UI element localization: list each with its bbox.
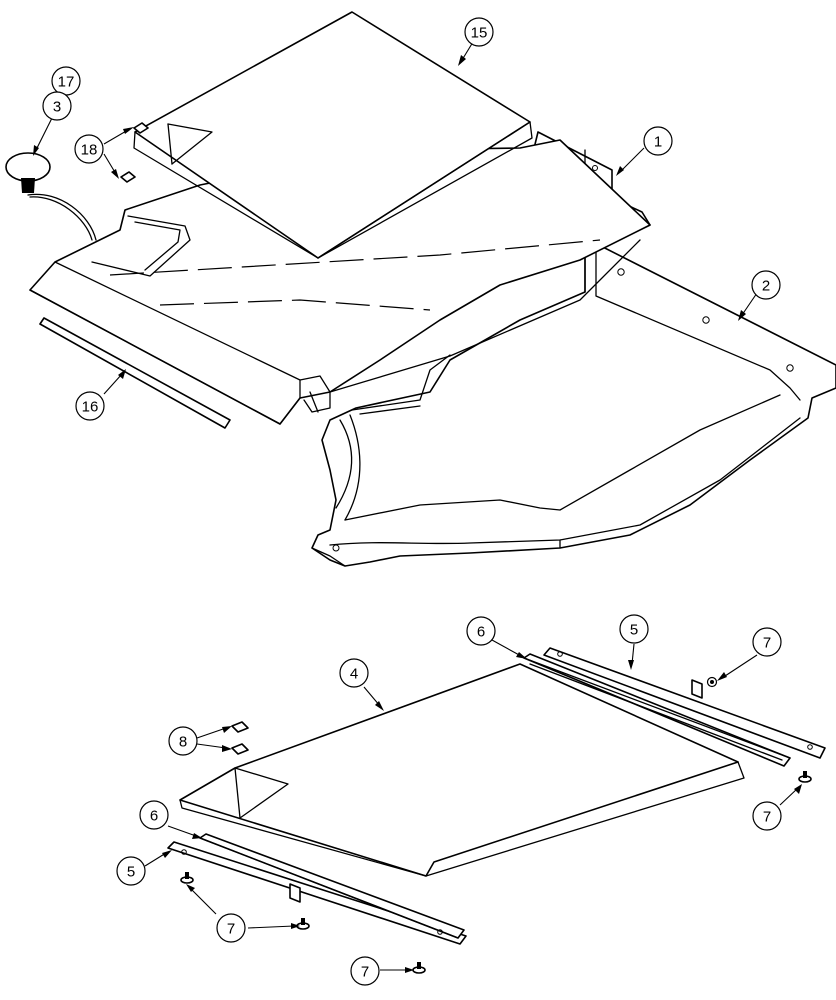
callout-16: 16 xyxy=(75,391,105,421)
callout-7-right-label: 7 xyxy=(763,809,771,826)
callout-2-label: 2 xyxy=(762,278,770,295)
push-pin-part-3 xyxy=(5,152,97,241)
callout-18-label: 18 xyxy=(81,142,98,159)
callout-7-bottom-label: 7 xyxy=(361,964,369,981)
callout-6-top: 6 xyxy=(466,616,496,646)
callout-15: 15 xyxy=(464,17,494,47)
callout-7-top: 7 xyxy=(752,627,782,657)
clip-part-8 xyxy=(231,721,249,755)
callout-7-right: 7 xyxy=(752,801,782,831)
callout-6-top-label: 6 xyxy=(477,624,485,641)
callout-3-label: 3 xyxy=(53,99,61,116)
callout-7-mid-label: 7 xyxy=(227,921,235,938)
callout-17-label: 17 xyxy=(58,74,75,91)
callout-5-top: 5 xyxy=(619,614,649,644)
cover-part-4 xyxy=(179,663,745,877)
callout-7-mid: 7 xyxy=(216,913,246,943)
callout-6-bottom: 6 xyxy=(139,800,169,830)
callout-17: 17 xyxy=(51,66,81,96)
callout-2: 2 xyxy=(751,270,781,300)
callout-5-bottom: 5 xyxy=(116,856,146,886)
rail-upper-part-5-6 xyxy=(523,647,826,767)
callout-1-label: 1 xyxy=(654,134,662,151)
callout-5-top-label: 5 xyxy=(630,622,638,639)
callout-8-label: 8 xyxy=(179,734,187,751)
leader-lines xyxy=(33,41,802,973)
callout-8: 8 xyxy=(168,726,198,756)
clip-part-18 xyxy=(120,122,149,183)
floor-pan-part-2 xyxy=(311,237,836,567)
callout-4: 4 xyxy=(339,658,369,688)
trim-strip-part-16 xyxy=(39,317,231,429)
callout-5-bottom-label: 5 xyxy=(127,864,135,881)
screw-part-7 xyxy=(180,771,812,974)
callout-7-top-label: 7 xyxy=(763,635,771,652)
cover-part-15 xyxy=(133,11,533,259)
callout-6-bottom-label: 6 xyxy=(150,808,158,825)
callout-15-label: 15 xyxy=(471,25,488,42)
callout-4-label: 4 xyxy=(350,666,358,683)
callout-3: 3 xyxy=(42,91,72,121)
callout-1: 1 xyxy=(643,126,673,156)
callout-18: 18 xyxy=(74,134,104,164)
rail-lower-part-5-6 xyxy=(167,833,467,945)
callout-16-label: 16 xyxy=(82,399,99,416)
floor-mat xyxy=(29,139,651,425)
callout-7-bottom: 7 xyxy=(350,956,380,986)
